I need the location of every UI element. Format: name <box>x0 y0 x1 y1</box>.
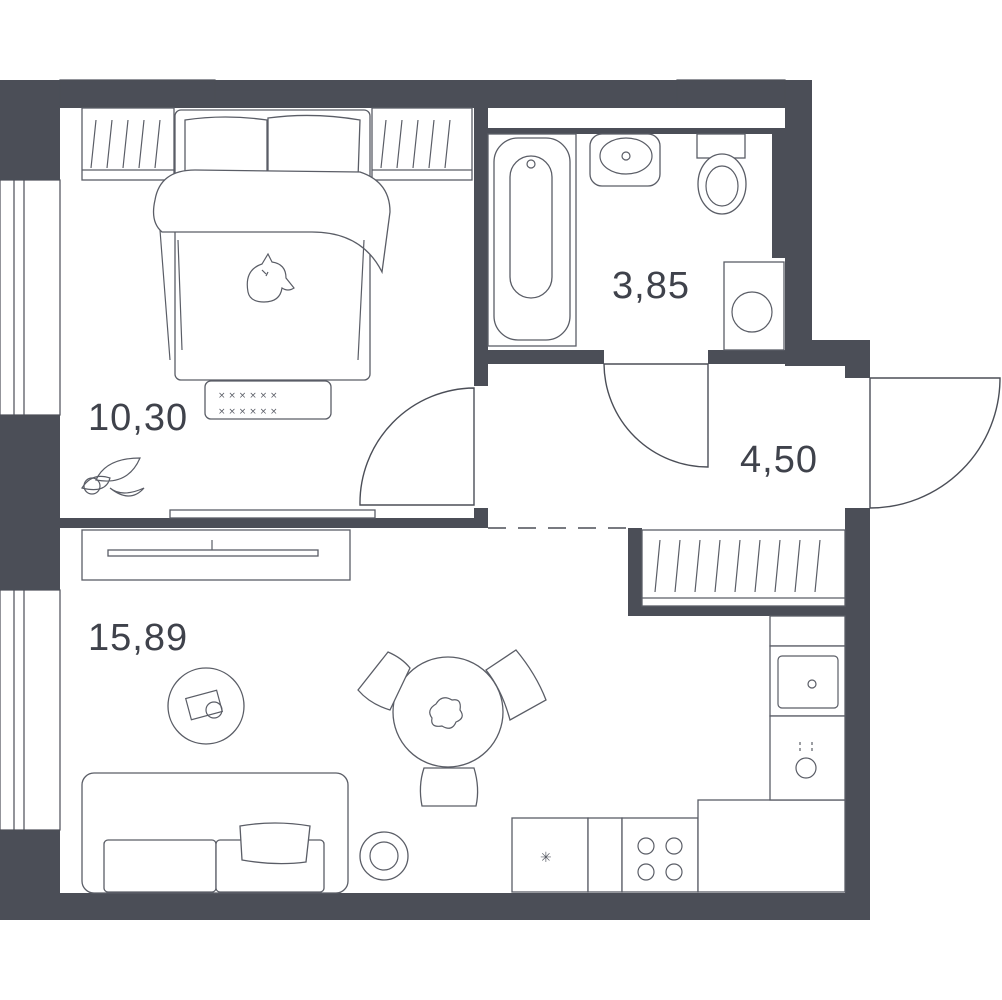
living-furniture: ✳ <box>81 529 846 894</box>
washing-machine <box>723 261 785 351</box>
cat-figure <box>246 252 295 303</box>
svg-text:× × × × × ×: × × × × × × <box>218 391 278 401</box>
kitchen-sink <box>769 645 846 717</box>
coffee-table <box>167 667 245 745</box>
windows <box>0 79 786 831</box>
bedside-rug <box>204 380 332 420</box>
bathroom-fixtures <box>487 133 785 351</box>
chair-bottom <box>419 767 479 807</box>
doors <box>359 363 1001 509</box>
bedroom-furniture: × × × × × × × × × × × × <box>81 107 473 519</box>
svg-text:× × × × × ×: × × × × × × <box>218 407 278 417</box>
stove <box>621 817 699 893</box>
hall-wardrobe <box>641 529 846 607</box>
svg-text:✳: ✳ <box>540 850 552 866</box>
area-label-bedroom: 10,30 <box>88 397 188 439</box>
area-label-hallway: 4,50 <box>740 439 818 481</box>
fridge <box>511 817 589 893</box>
robot-vacuum <box>359 831 409 881</box>
plant <box>81 457 145 497</box>
chair-left <box>357 651 411 711</box>
walls <box>0 80 870 920</box>
area-label-living: 15,89 <box>88 617 188 659</box>
chair-right <box>485 649 547 721</box>
dining-table <box>392 656 504 768</box>
area-label-bathroom: 3,85 <box>612 265 690 307</box>
